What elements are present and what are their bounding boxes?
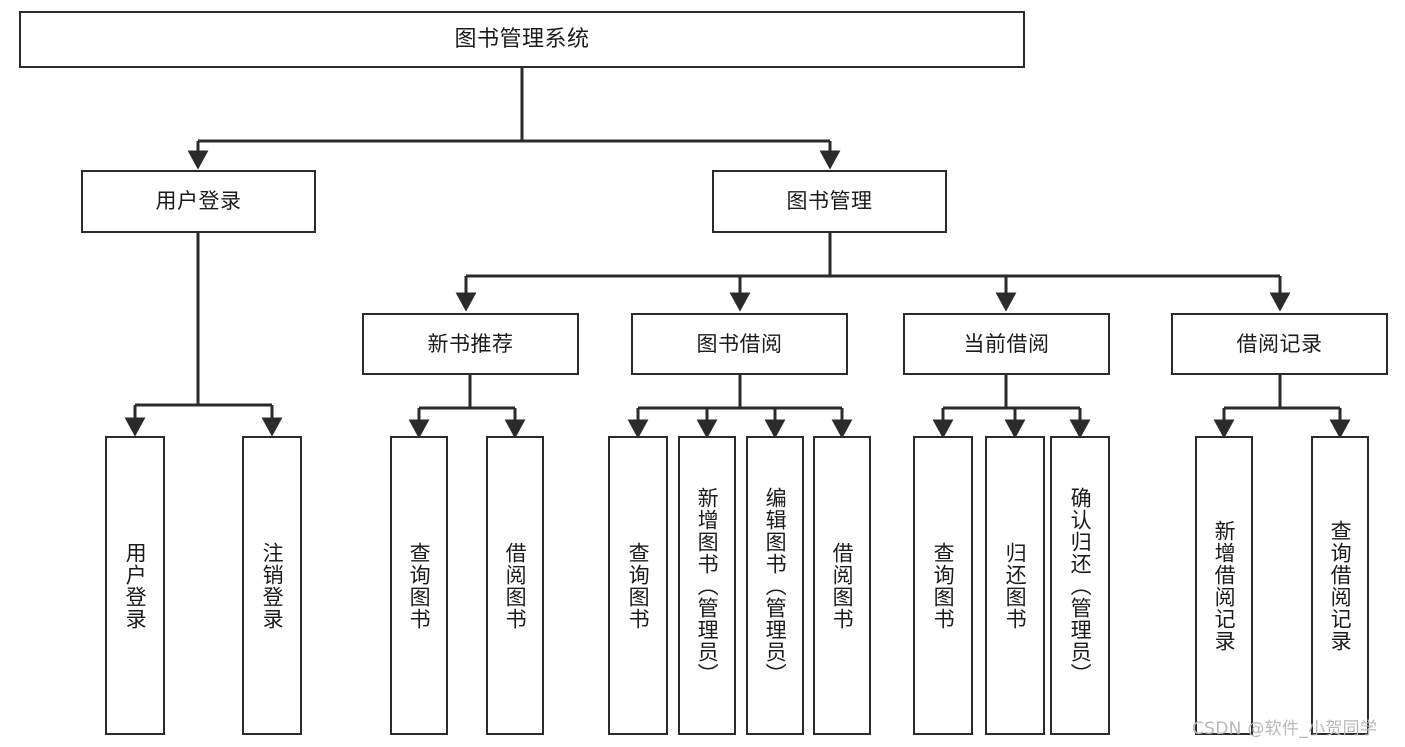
node-label: 当前借阅 [963,331,1050,356]
leaf-book-borrow-lend[interactable]: 借阅图书 [813,436,871,735]
leaf-user-login-signout[interactable]: 注销登录 [242,436,302,735]
node-label: 归还图书 [1003,541,1028,630]
node-borrow-record[interactable]: 借阅记录 [1171,313,1388,375]
node-label: 图书借阅 [696,331,783,356]
node-label: 查询图书 [626,541,651,630]
node-label: 用户登录 [123,541,148,630]
node-label: 借阅图书 [830,541,855,630]
leaf-borrow-record-query[interactable]: 查询借阅记录 [1311,436,1369,735]
node-label: 新增借阅记录 [1212,519,1237,652]
leaf-current-borrow-confirm-return[interactable]: 确认归还（管理员） [1050,436,1110,735]
node-label: 用户登录 [155,189,242,214]
leaf-new-book-borrow[interactable]: 借阅图书 [486,436,544,735]
node-label: 查询借阅记录 [1328,519,1353,652]
leaf-user-login-signin[interactable]: 用户登录 [105,436,165,735]
leaf-current-borrow-return[interactable]: 归还图书 [985,436,1045,735]
node-label: 确认归还（管理员） [1068,486,1093,685]
node-label: 查询图书 [407,541,432,630]
node-label: 借阅记录 [1236,331,1323,356]
leaf-book-borrow-add[interactable]: 新增图书（管理员） [678,436,736,735]
node-book-management[interactable]: 图书管理 [712,170,947,233]
node-root-book-management-system[interactable]: 图书管理系统 [19,11,1025,68]
leaf-current-borrow-query[interactable]: 查询图书 [913,436,973,735]
node-label: 新书推荐 [427,331,514,356]
node-label: 查询图书 [931,541,956,630]
node-label: 注销登录 [260,541,285,630]
leaf-book-borrow-query[interactable]: 查询图书 [608,436,668,735]
node-current-borrow[interactable]: 当前借阅 [903,313,1110,375]
node-label: 图书管理系统 [454,26,590,52]
node-new-book-recommend[interactable]: 新书推荐 [362,313,579,375]
node-label: 新增图书（管理员） [695,486,720,685]
node-label: 图书管理 [786,189,873,214]
node-book-borrow[interactable]: 图书借阅 [631,313,848,375]
leaf-new-book-query[interactable]: 查询图书 [390,436,448,735]
leaf-borrow-record-add[interactable]: 新增借阅记录 [1195,436,1253,735]
leaf-book-borrow-edit[interactable]: 编辑图书（管理员） [746,436,804,735]
csdn-watermark: CSDN @软件_小贺同学 [1192,719,1378,739]
node-label: 编辑图书（管理员） [763,486,788,685]
node-user-login[interactable]: 用户登录 [81,170,316,233]
node-label: 借阅图书 [503,541,528,630]
